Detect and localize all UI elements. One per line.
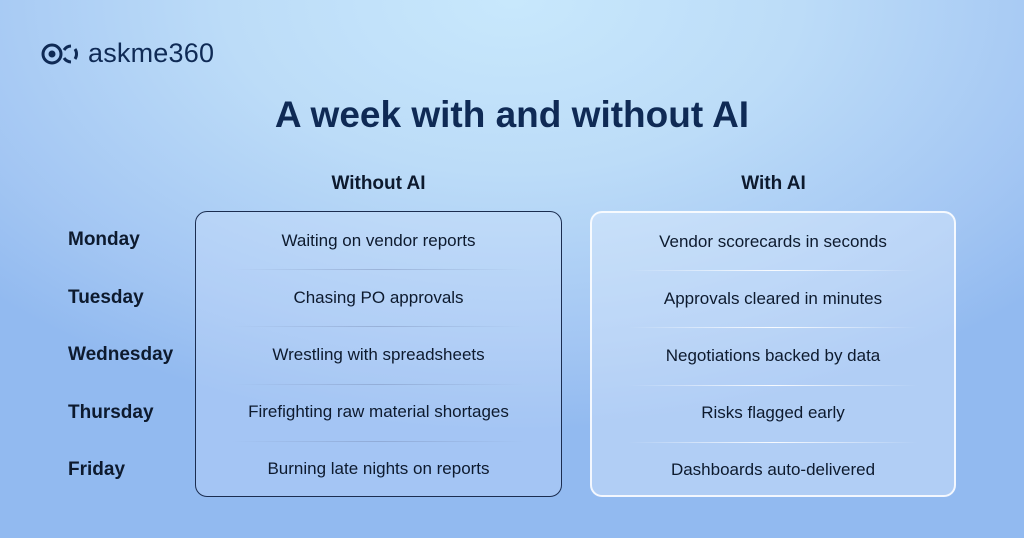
without-ai-card: Waiting on vendor reports Chasing PO app…	[195, 211, 562, 497]
with-ai-item: Dashboards auto-delivered	[592, 441, 954, 499]
without-ai-item: Waiting on vendor reports	[281, 230, 476, 250]
without-ai-item: Burning late nights on reports	[196, 440, 561, 498]
day-label: Friday	[68, 459, 126, 480]
without-ai-item: Wrestling with spreadsheets	[196, 326, 561, 383]
brand-name: askme360	[88, 38, 215, 68]
with-ai-item: Vendor scorecards in seconds	[659, 231, 887, 251]
with-ai-card: Vendor scorecards in seconds Approvals c…	[590, 211, 956, 497]
page-title: A week with and without AI	[274, 94, 750, 135]
day-label: Tuesday	[68, 286, 144, 308]
logo: askme360	[40, 38, 214, 69]
askme360-logo-icon	[41, 43, 78, 64]
day-label: Thursday	[68, 401, 154, 423]
without-ai-item: Firefighting raw material shortages	[196, 383, 561, 441]
with-ai-item: Negotiations backed by data	[592, 327, 954, 384]
day-label: Wednesday	[68, 344, 174, 365]
day-label: Monday	[68, 229, 140, 250]
day-list: Monday Tuesday Wednesday Thursday Friday	[68, 211, 173, 499]
column-header-with-ai: With AI	[741, 173, 806, 194]
column-header-without-ai: Without AI	[331, 173, 426, 194]
with-ai-item: Approvals cleared in minutes	[592, 270, 954, 327]
with-ai-item: Risks flagged early	[592, 384, 954, 442]
without-ai-item: Chasing PO approvals	[196, 269, 561, 326]
